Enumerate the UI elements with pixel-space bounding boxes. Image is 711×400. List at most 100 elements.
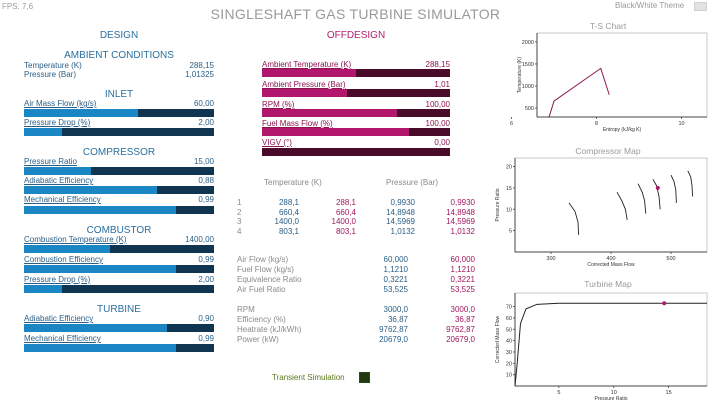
offdesign-amb-temp-row: Ambient Temperature (K) 288,15: [262, 60, 450, 69]
compressor-map-title: Compressor Map: [575, 146, 641, 156]
inlet-pdrop-label: Pressure Drop (%): [24, 118, 91, 127]
theme-toggle-checkbox[interactable]: [694, 2, 707, 11]
compressor-pr-slider[interactable]: [24, 167, 214, 175]
inlet-pdrop-slider[interactable]: [24, 128, 214, 136]
flow-label: Air Fuel Ratio: [237, 285, 286, 294]
offdesign-fuel-row: Fuel Mass Flow (%) 100,00: [262, 119, 450, 128]
offdesign-amb-press-slider[interactable]: [262, 89, 450, 97]
compressor-mecheff-slider[interactable]: [24, 206, 214, 214]
performance-design-value: 3000,0: [383, 305, 408, 314]
x-tick-label: 6: [510, 121, 513, 127]
speed-line: [670, 174, 677, 203]
chart-frame: [514, 157, 708, 253]
offdesign-rpm-label: RPM (%): [262, 100, 295, 109]
turbine-adeff-row: Adiabatic Efficiency 0,90: [24, 314, 214, 323]
combustor-eff-slider[interactable]: [24, 265, 214, 273]
turbine-map-title: Turbine Map: [584, 279, 632, 289]
performance-label: Efficiency (%): [237, 315, 286, 324]
station-temp-design: 803,1: [278, 226, 299, 236]
operating-point: [655, 185, 660, 190]
offdesign-rpm-slider[interactable]: [262, 109, 450, 117]
offdesign-rpm-row: RPM (%) 100,00: [262, 100, 450, 109]
series-line: [514, 302, 707, 387]
performance-label: Heatrate (kJ/kWh): [237, 325, 302, 334]
flow-offdesign-value: 1,1210: [450, 265, 475, 274]
speed-line: [652, 179, 661, 210]
compressor-adeff-slider[interactable]: [24, 186, 214, 194]
performance-offdesign-value: 3000,0: [450, 305, 475, 314]
flow-design-value: 0,3221: [383, 275, 408, 284]
offdesign-amb-temp-value: 288,15: [425, 60, 450, 69]
performance-label: RPM: [237, 305, 255, 314]
compressor-pr-row: Pressure Ratio 15,00: [24, 157, 214, 166]
ambient-temperature-row: Temperature (K) 288,15: [24, 61, 214, 70]
performance-offdesign-value: 20679,0: [446, 335, 475, 344]
turbine-adeff-slider[interactable]: [24, 324, 214, 332]
performance-design-value: 9762,87: [379, 325, 408, 334]
x-tick-label: 15: [666, 390, 672, 396]
y-tick-label: 1000: [522, 84, 534, 90]
flow-offdesign-value: 53,525: [450, 285, 475, 294]
compressor-adeff-label: Adiabatic Efficiency: [24, 176, 94, 185]
offdesign-amb-temp-slider[interactable]: [262, 69, 450, 77]
inlet-pdrop-value: 2,00: [198, 118, 214, 127]
station-number: 3: [237, 217, 242, 226]
x-tick-label: 400: [606, 256, 615, 262]
compressor-adeff-row: Adiabatic Efficiency 0,88: [24, 176, 214, 185]
inlet-airflow-value: 60,00: [193, 99, 214, 108]
x-tick-label: 300: [546, 256, 555, 262]
inlet-airflow-row: Air Mass Flow (kg/s) 60,00: [24, 99, 214, 108]
station-number: 1: [237, 198, 242, 207]
combustor-pdrop-row: Pressure Drop (%) 2,00: [24, 275, 214, 284]
flow-design-value: 60,000: [383, 255, 408, 264]
offdesign-fuel-label: Fuel Mass Flow (%): [262, 119, 333, 128]
performance-offdesign-value: 36,87: [454, 315, 475, 324]
station-temp-offdesign: 660,4: [335, 207, 356, 217]
y-axis-label: Pressure Ratio: [495, 188, 501, 221]
design-title: DESIGN: [99, 30, 139, 41]
offdesign-vigv-label: VIGV (°): [262, 138, 292, 147]
flow-offdesign-value: 0,3221: [450, 275, 475, 284]
flow-label: Air Flow (kg/s): [237, 255, 289, 264]
y-axis-label: Corrected Mass Flow: [495, 315, 501, 363]
offdesign-vigv-value: 0,00: [434, 138, 450, 147]
operating-point: [662, 301, 667, 306]
performance-design-value: 36,87: [387, 315, 408, 324]
inlet-heading: INLET: [104, 89, 134, 100]
compressor-mecheff-label: Mechanical Efficiency: [24, 195, 101, 204]
x-tick-label: 10: [678, 121, 684, 127]
combustor-temp-label: Combustion Temperature (K): [24, 235, 127, 244]
turbine-adeff-label: Adiabatic Efficiency: [24, 314, 94, 323]
compressor-heading: COMPRESSOR: [82, 147, 156, 158]
combustor-pdrop-value: 2,00: [198, 275, 214, 284]
combustor-temp-slider[interactable]: [24, 245, 214, 253]
performance-offdesign-value: 9762,87: [446, 325, 475, 334]
y-tick-label: 70: [506, 305, 512, 311]
transient-simulation-toggle[interactable]: [359, 372, 370, 383]
combustor-eff-value: 0,99: [198, 255, 214, 264]
speed-line: [637, 183, 647, 214]
x-tick-label: 500: [666, 256, 675, 262]
compressor-pr-label: Pressure Ratio: [24, 157, 77, 166]
offdesign-vigv-row: VIGV (°) 0,00: [262, 138, 450, 147]
fps-counter: FPS: 7,6: [2, 2, 34, 11]
offdesign-fuel-slider[interactable]: [262, 128, 450, 136]
y-tick-label: 500: [525, 106, 534, 112]
station-pressure-design: 14,8948: [386, 207, 415, 217]
compressor-mecheff-row: Mechanical Efficiency 0,99: [24, 195, 214, 204]
combustor-pdrop-slider[interactable]: [24, 285, 214, 293]
offdesign-amb-press-row: Ambient Pressure (Bar) 1,01: [262, 80, 450, 89]
compressor-mecheff-value: 0,99: [198, 195, 214, 204]
temperature-header: Temperature (K): [264, 178, 322, 187]
speed-line: [687, 170, 694, 197]
speed-line: [616, 191, 628, 221]
station-temp-design: 1400,0: [274, 217, 299, 226]
offdesign-vigv-slider[interactable]: [262, 148, 450, 156]
offdesign-fuel-value: 100,00: [425, 119, 450, 128]
turbine-mecheff-value: 0,99: [198, 334, 214, 343]
turbine-mecheff-slider[interactable]: [24, 344, 214, 352]
inlet-airflow-slider[interactable]: [24, 109, 214, 117]
chart-frame: [514, 292, 708, 387]
y-tick-label: 15: [506, 186, 512, 192]
x-axis-label: Entropy (kJ/kg K): [603, 127, 642, 133]
